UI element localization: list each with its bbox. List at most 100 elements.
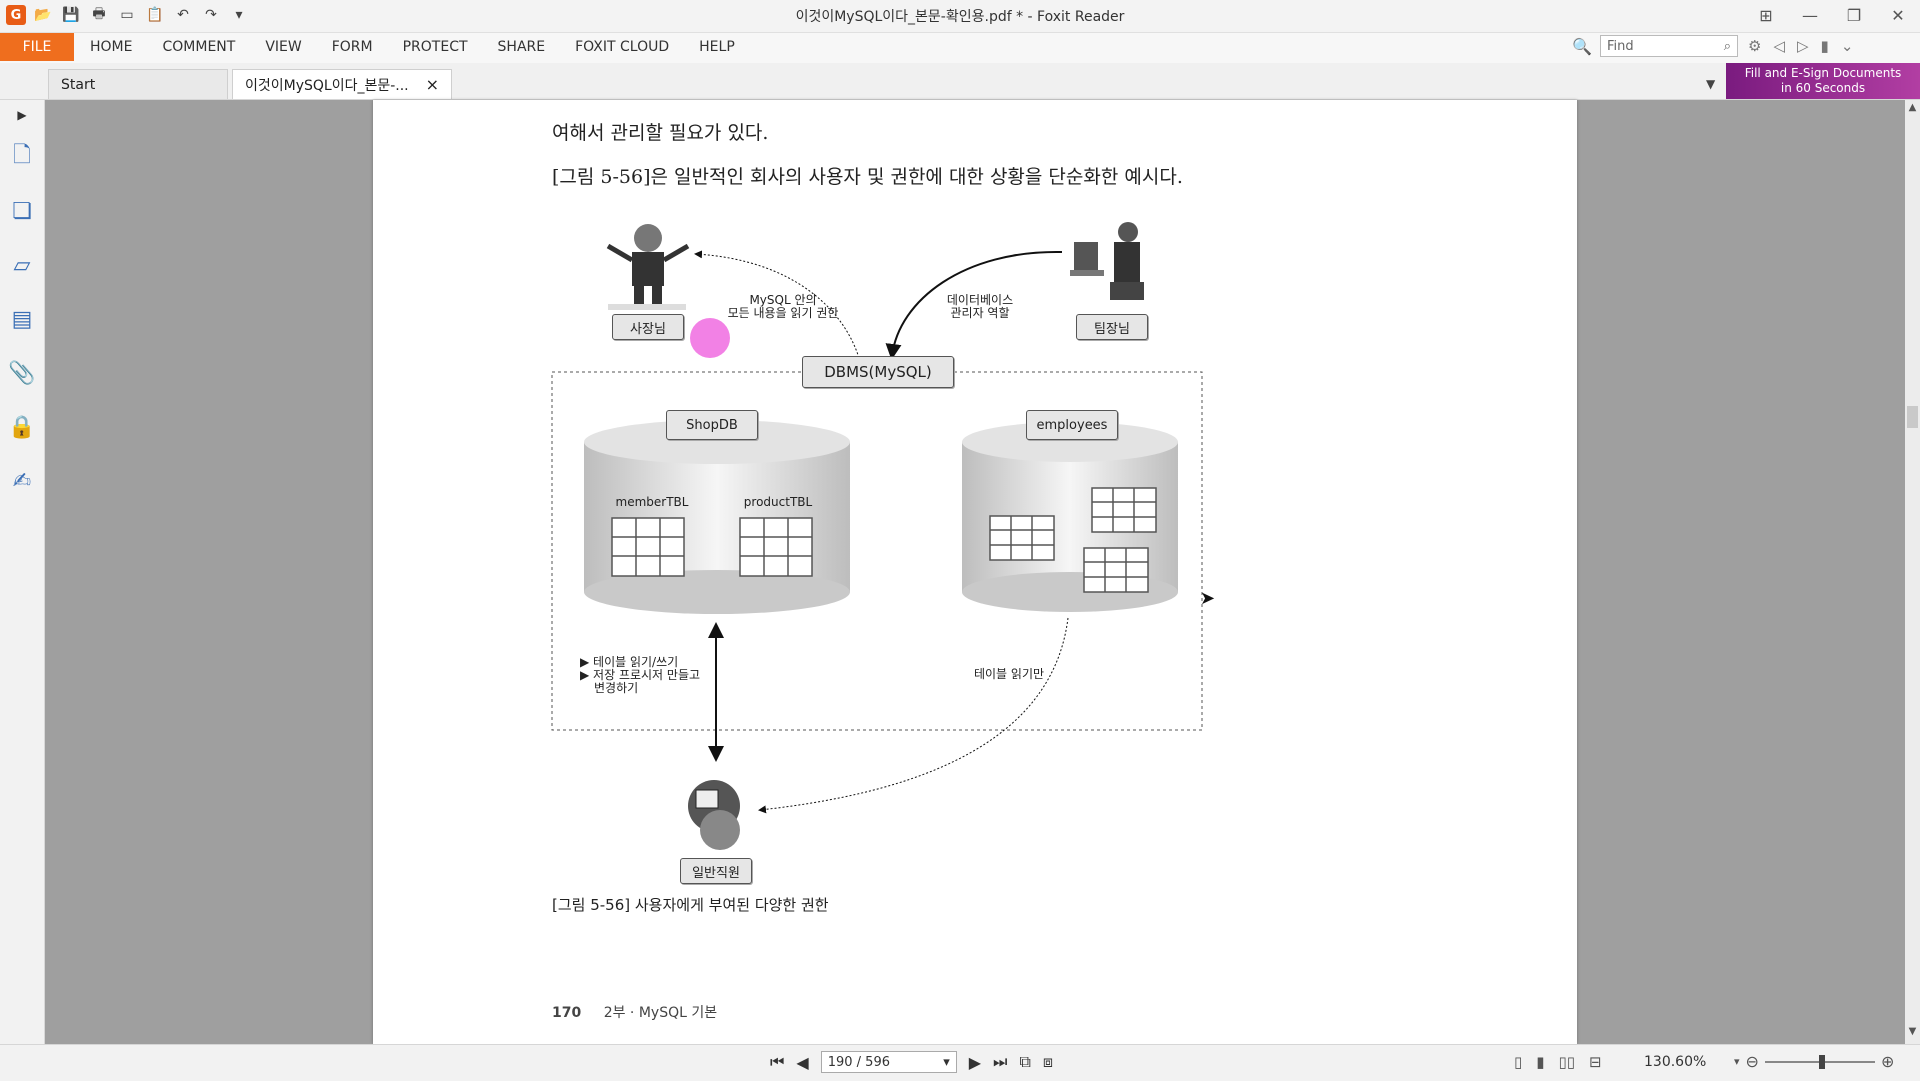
bookmark-icon[interactable]: ▮ (1820, 37, 1829, 55)
menu-share[interactable]: SHARE (497, 39, 546, 55)
team-lead-label: 팀장님 (1076, 314, 1148, 340)
first-page-icon[interactable]: ⏮ (770, 1052, 785, 1071)
tab-start[interactable]: Start (48, 69, 228, 99)
page-text-line1: 여해서 관리할 필요가 있다. (552, 122, 769, 144)
previous-view-icon[interactable]: ⧉ (1019, 1052, 1031, 1071)
clipboard-icon[interactable]: 📋 (146, 7, 164, 23)
scroll-top-icon[interactable]: ▲ (1908, 102, 1917, 113)
dbms-label: DBMS(MySQL) (802, 356, 954, 388)
menu-right-icons: ⚙ ◁ ▷ ▮ ⌄ (1748, 37, 1853, 55)
tab-start-label: Start (61, 76, 96, 93)
quick-access-toolbar: G 📂 💾 🖶 ▭ 📋 ↶ ↷ ▾ (6, 4, 250, 26)
signature-icon[interactable]: ✍ (12, 468, 32, 494)
app-logo[interactable]: G (6, 5, 26, 25)
next-view-icon[interactable]: ⧈ (1042, 1052, 1054, 1071)
zoom-in-icon[interactable]: ⊕ (1880, 1052, 1895, 1071)
search-icon[interactable]: ⌕ (1723, 38, 1731, 54)
figure-caption: [그림 5-56] 사용자에게 부여된 다양한 권한 (552, 896, 829, 914)
collapse-ribbon-icon[interactable]: ⌄ (1840, 37, 1854, 55)
single-page-icon[interactable]: ▯ (1514, 1053, 1523, 1071)
mouse-cursor-icon: ➤ (1200, 588, 1216, 609)
staff-perm-line1: ▶ 테이블 읽기/쓰기 (580, 655, 679, 669)
footer-section: 2부 · MySQL 기본 (603, 1005, 718, 1021)
minimize-icon[interactable]: — (1802, 5, 1818, 25)
undo-icon[interactable]: ↶ (177, 7, 189, 23)
left-panel-toolbar: ▶ 🗋 ❏ ▱ ▤ 📎 🔒 ✍ (0, 100, 45, 1044)
status-bar: ⏮ ◀ 190 / 596 ▾ ▶ ⏭ ⧉ ⧈ ▯ ▮ ▯▯ ⊟ 130.60%… (0, 1044, 1920, 1081)
zoom-controls: ▾ ⊖ ⊕ (1734, 1052, 1894, 1071)
tab-document-label: 이것이MySQL이다_본문-... (245, 77, 409, 94)
scan-icon[interactable]: ▭ (120, 7, 134, 23)
staff-permission-label: ▶ 테이블 읽기/쓰기 ▶ 저장 프로시저 만들고 변경하기 (580, 656, 720, 695)
forward-icon[interactable]: ▷ (1797, 37, 1809, 55)
continuous-page-icon[interactable]: ▮ (1536, 1053, 1545, 1071)
security-lock-icon[interactable]: 🔒 (8, 414, 36, 440)
banner-line1: Fill and E-Sign Documents (1744, 66, 1902, 80)
scroll-down-icon[interactable]: ▼ (1908, 1026, 1917, 1037)
find-input[interactable]: Find ⌕ (1600, 35, 1738, 57)
last-page-icon[interactable]: ⏭ (993, 1052, 1008, 1071)
menu-view[interactable]: VIEW (265, 39, 302, 55)
page-number: 170 (552, 1005, 582, 1021)
admin-line2: 관리자 역할 (950, 306, 1010, 320)
comments-icon[interactable]: ▤ (11, 306, 33, 332)
boss-figure (606, 224, 690, 310)
zoom-level[interactable]: 130.60% (1644, 1054, 1707, 1070)
save-icon[interactable]: 💾 (62, 7, 80, 23)
esign-banner[interactable]: Fill and E-Sign Documents in 60 Seconds (1726, 63, 1920, 99)
read-only-label: 테이블 읽기만 (973, 667, 1045, 681)
ribbon-menu: FILE HOME COMMENT VIEW FORM PROTECT SHAR… (0, 33, 1920, 63)
page-dropdown-icon[interactable]: ▾ (943, 1054, 950, 1070)
close-icon[interactable]: ✕ (1891, 5, 1905, 25)
zoom-slider[interactable] (1764, 1054, 1875, 1069)
read-all-label: MySQL 안의 모든 내용을 읽기 권한 (708, 294, 858, 320)
menu-foxit-cloud[interactable]: FOXIT CLOUD (575, 39, 670, 55)
layout-icon[interactable]: ⊞ (1759, 5, 1773, 25)
customize-qat-icon[interactable]: ▾ (235, 7, 243, 23)
tab-strip: Start 이것이MySQL이다_본문-... × ▼ Fill and E-S… (0, 63, 1920, 100)
attachments-icon[interactable]: 📎 (8, 360, 36, 386)
staff-perm-line2: ▶ 저장 프로시저 만들고 (580, 668, 701, 682)
expand-panel-icon[interactable]: ▶ (17, 108, 27, 122)
tab-list-dropdown-icon[interactable]: ▼ (1706, 77, 1716, 91)
zoom-slider-handle[interactable] (1818, 1054, 1825, 1069)
back-icon[interactable]: ◁ (1773, 37, 1785, 55)
restore-icon[interactable]: ❐ (1846, 5, 1862, 25)
bookmarks-icon[interactable]: 🗋 (13, 143, 31, 168)
admin-role-label: 데이터베이스 관리자 역할 (930, 294, 1030, 320)
zoom-dropdown-icon[interactable]: ▾ (1734, 1055, 1740, 1068)
print-icon[interactable]: 🖶 (92, 6, 106, 22)
staff-figure (688, 780, 740, 850)
menu-file[interactable]: FILE (0, 33, 74, 61)
previous-page-icon[interactable]: ◀ (796, 1052, 809, 1072)
next-page-icon[interactable]: ▶ (968, 1052, 982, 1072)
zoom-out-icon[interactable]: ⊖ (1745, 1052, 1759, 1071)
tab-document[interactable]: 이것이MySQL이다_본문-... × (232, 69, 452, 99)
page-text-line2: [그림 5-56]은 일반적인 회사의 사용자 및 권한에 대한 상황을 단순화… (552, 166, 1183, 188)
open-icon[interactable]: 📂 (34, 7, 52, 23)
diagram-svg (551, 222, 1203, 850)
arrow-admin (885, 250, 1063, 360)
gear-icon[interactable]: ⚙ (1748, 37, 1762, 55)
title-bar: G 📂 💾 🖶 ▭ 📋 ↶ ↷ ▾ 이것이MySQL이다_본문-확인용.pdf … (0, 0, 1920, 33)
permission-diagram: 사장님 팀장님 일반직원 DBMS(MySQL) ShopDB employee… (544, 210, 1234, 890)
pages-icon[interactable]: ❏ (12, 198, 32, 224)
read-all-line1: MySQL 안의 (749, 293, 817, 307)
menu-home[interactable]: HOME (90, 39, 133, 55)
continuous-facing-icon[interactable]: ⊟ (1589, 1053, 1602, 1071)
member-tbl-label: memberTBL (615, 495, 689, 509)
page-footer: 170 2부 · MySQL 기본 (552, 1002, 717, 1022)
shopdb-label: ShopDB (666, 410, 758, 440)
close-tab-icon[interactable]: × (425, 75, 439, 94)
facing-page-icon[interactable]: ▯▯ (1558, 1053, 1576, 1071)
find-folder-icon[interactable]: 🔍 (1572, 37, 1592, 56)
scroll-thumb[interactable] (1907, 406, 1918, 428)
menu-form[interactable]: FORM (331, 39, 373, 55)
page-number-input[interactable]: 190 / 596 ▾ (820, 1051, 957, 1073)
menu-protect[interactable]: PROTECT (402, 39, 468, 55)
menu-comment[interactable]: COMMENT (162, 39, 236, 55)
redo-icon[interactable]: ↷ (205, 7, 217, 23)
layers-icon[interactable]: ▱ (13, 252, 31, 278)
vertical-scrollbar[interactable]: ▲ ▼ (1905, 100, 1920, 1044)
menu-help[interactable]: HELP (699, 39, 735, 55)
